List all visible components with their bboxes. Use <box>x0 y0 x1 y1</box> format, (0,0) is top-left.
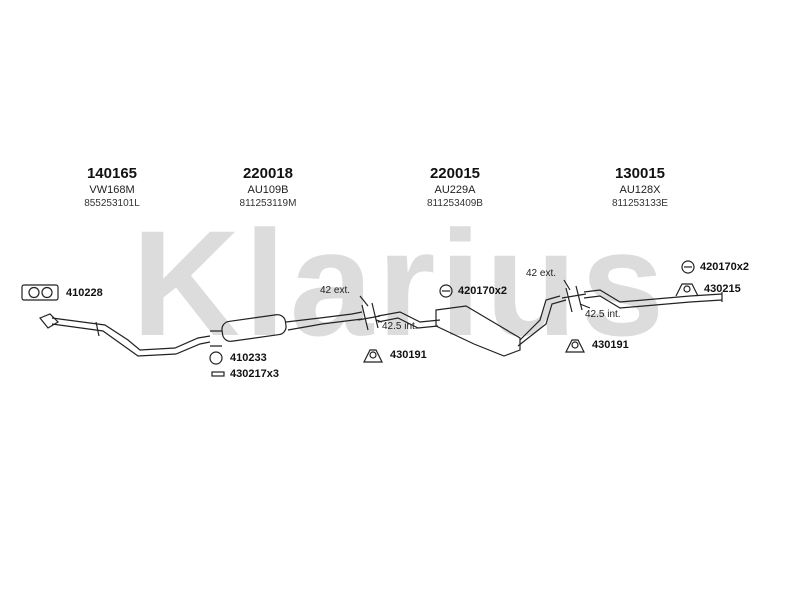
joint-a <box>357 302 381 331</box>
clamp-label-b: 420170x2 <box>700 261 749 273</box>
hanger-label-b: 430191 <box>592 339 629 351</box>
watermark-text: Klarius <box>132 199 669 367</box>
part-number: 220015 <box>429 165 481 182</box>
part-oe: 811253119M <box>239 198 297 209</box>
gasket-label: 410228 <box>66 287 103 299</box>
hanger-icon <box>565 339 585 353</box>
ext-note-a: 42 ext. <box>320 285 351 296</box>
part-ref: AU229A <box>434 184 476 196</box>
part-oe: 855253101L <box>84 198 140 209</box>
int-note-a: 42.5 int. <box>382 321 418 332</box>
part-heading-3: 220015 AU229A 811253409B <box>395 165 515 210</box>
part-oe: 811253133E <box>612 198 668 209</box>
gasket-icon <box>21 284 59 301</box>
part-number: 140165 <box>86 165 138 182</box>
hanger-label-c: 430215 <box>704 283 741 295</box>
ring-icon <box>209 351 223 365</box>
front-pipe <box>39 313 211 357</box>
hanger-icon <box>675 283 699 297</box>
front-silencer <box>210 311 363 347</box>
part-heading-2: 220018 AU109B 811253119M <box>208 165 328 210</box>
clamp-icon <box>681 260 695 274</box>
ring-label: 410233 <box>230 352 267 364</box>
part-heading-4: 130015 AU128X 811253133E <box>580 165 700 210</box>
bolt-icon <box>211 371 225 377</box>
part-number: 220018 <box>242 165 294 182</box>
part-heading-1: 140165 VW168M 855253101L <box>52 165 172 210</box>
part-oe: 811253409B <box>427 198 483 209</box>
leader-line <box>375 319 383 323</box>
part-ref: AU128X <box>619 184 661 196</box>
hanger-label-a: 430191 <box>390 349 427 361</box>
hanger-icon <box>363 349 383 363</box>
ext-note-b: 42 ext. <box>526 268 557 279</box>
middle-silencer <box>377 295 567 357</box>
int-note-b: 42.5 int. <box>585 309 621 320</box>
clamp-label-a: 420170x2 <box>458 285 507 297</box>
joint-b <box>561 285 587 313</box>
part-number: 130015 <box>614 165 666 182</box>
rear-silencer <box>583 289 723 309</box>
leader-line <box>579 303 591 309</box>
leader-line <box>359 295 369 307</box>
clamp-icon <box>439 284 453 298</box>
part-ref: AU109B <box>247 184 289 196</box>
leader-line <box>563 279 571 291</box>
bolts-label: 430217x3 <box>230 368 279 380</box>
part-ref: VW168M <box>89 184 135 196</box>
